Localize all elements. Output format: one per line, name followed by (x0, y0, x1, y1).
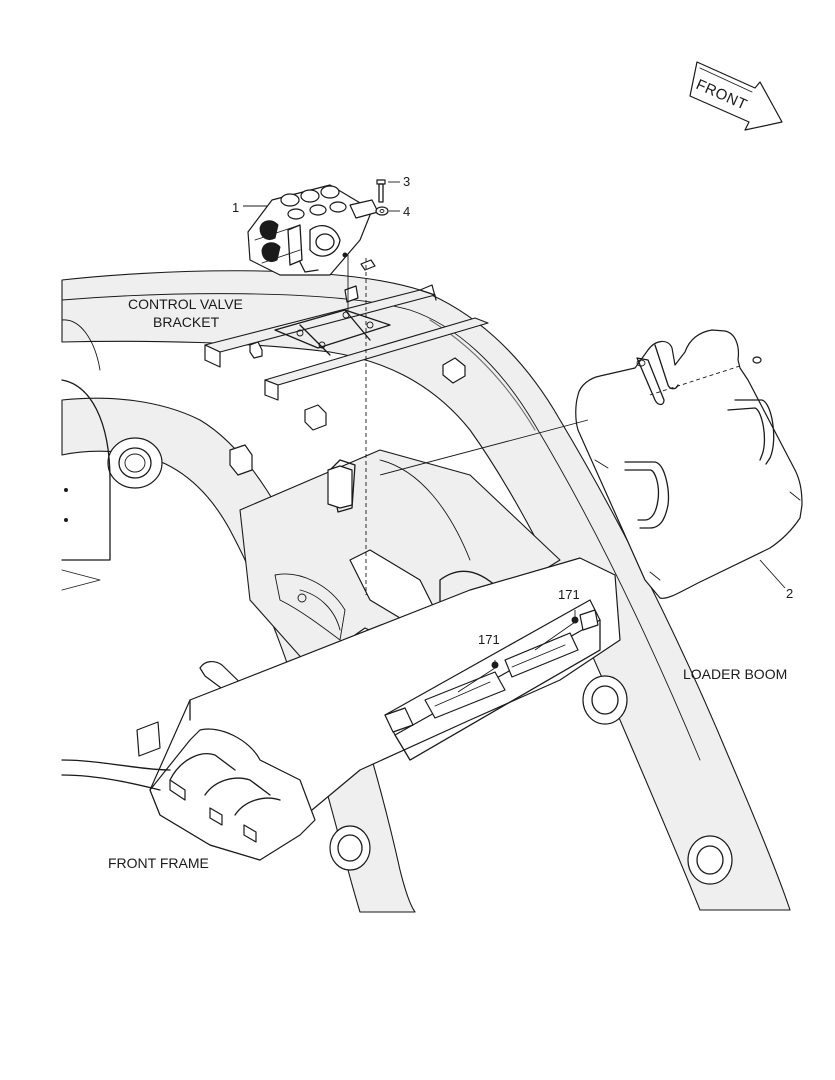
fastener-171-lower (491, 661, 499, 669)
loader-boom-label: LOADER BOOM (683, 666, 787, 682)
callout-171-lower: 171 (478, 632, 500, 647)
callout-2: 2 (786, 586, 793, 601)
bolt-and-washer (375, 179, 389, 216)
callout-4: 4 (403, 204, 410, 219)
callout-171-upper: 171 (558, 587, 580, 602)
front-arrow: FRONT (689, 61, 783, 131)
control-valve-bracket (204, 259, 489, 401)
control-valve-bracket-label-line2: BRACKET (153, 314, 220, 330)
mounting-pads (136, 341, 466, 757)
front-frame-label: FRONT FRAME (108, 855, 209, 871)
fastener-171-upper (571, 616, 579, 624)
cover-fastener (649, 356, 762, 396)
callout-3: 3 (403, 174, 410, 189)
control-valve-bracket-label-line1: CONTROL VALVE (128, 296, 243, 312)
control-valve (247, 184, 379, 276)
front-frame (61, 557, 621, 861)
callout-1: 1 (232, 200, 239, 215)
